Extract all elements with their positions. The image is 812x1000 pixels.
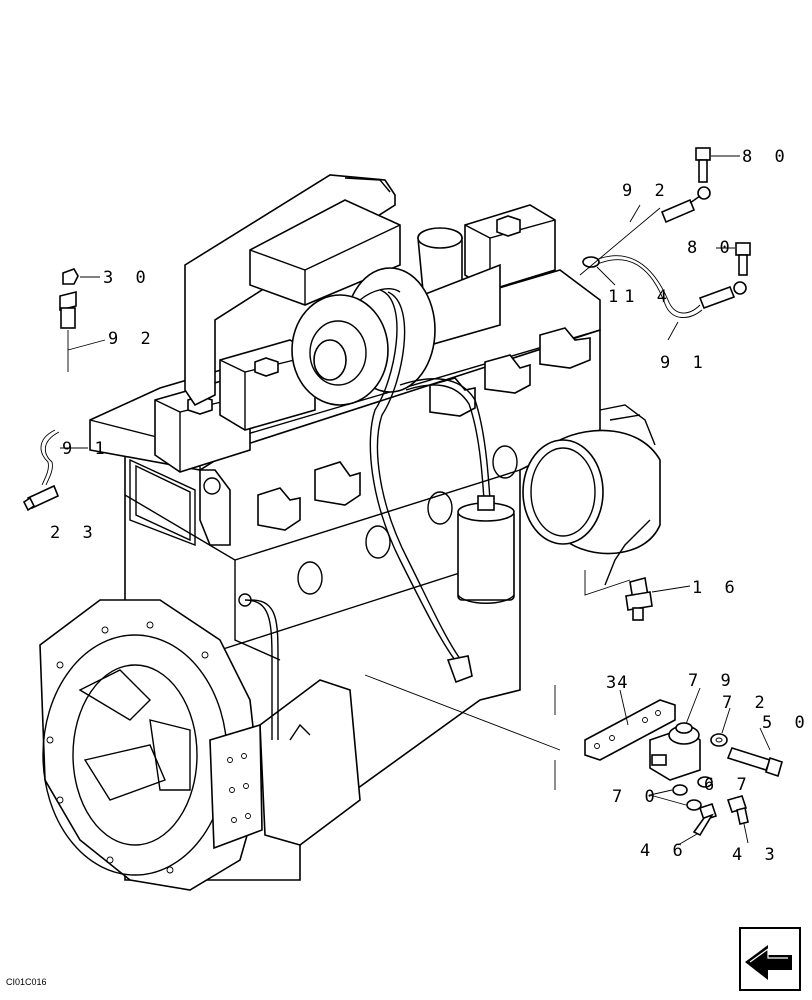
part-92a-fitting (629, 186, 711, 224)
callout-91-left: 9 1 (62, 439, 111, 459)
callout-91-right: 9 1 (660, 353, 709, 373)
oil-line (369, 289, 491, 684)
callout-16: 1 6 (692, 578, 741, 598)
detail-leaders (364, 674, 561, 790)
air-box (184, 174, 401, 407)
callout-92-top: 9 2 (622, 181, 671, 201)
callout-67: 6 7 (704, 775, 753, 795)
callout-30: 3 0 (103, 268, 152, 288)
filter-canister (457, 495, 515, 604)
part-30-nut (62, 268, 100, 285)
callout-34: 34 (606, 673, 628, 693)
callout-72: 7 2 (722, 693, 771, 713)
callout-80-mid: 8 0 (687, 238, 736, 258)
part-80a-bolt (695, 147, 740, 183)
turbocharger (291, 267, 436, 406)
exhaust-ports (257, 327, 591, 531)
valve-covers (154, 204, 556, 473)
callout-43: 4 3 (732, 845, 781, 865)
callout-92-left: 9 2 (108, 329, 157, 349)
view-direction-icon (739, 927, 801, 991)
callout-46: 4 6 (640, 841, 689, 861)
dipstick-tube (238, 593, 279, 740)
drawing-code: CI01C016 (6, 977, 47, 987)
starter-motor (209, 679, 361, 850)
callout-70: 7 0 (612, 787, 661, 807)
part-114-oring (579, 207, 661, 286)
part-91b-pipe (40, 429, 88, 486)
callout-80-top: 8 0 (742, 147, 791, 167)
air-cleaner (522, 404, 661, 596)
part-80b-bolt (716, 242, 751, 276)
callout-79: 7 9 (688, 671, 737, 691)
relay-assembly (584, 687, 783, 846)
callout-114: 11 4 (608, 287, 673, 307)
callout-50: 5 0 (762, 713, 811, 733)
part-92b-fitting (59, 290, 106, 372)
callout-23: 2 3 (50, 523, 99, 543)
part-16-sensor (625, 577, 691, 621)
part-91a-pipe (584, 255, 747, 341)
part-23-fitting (22, 484, 60, 512)
